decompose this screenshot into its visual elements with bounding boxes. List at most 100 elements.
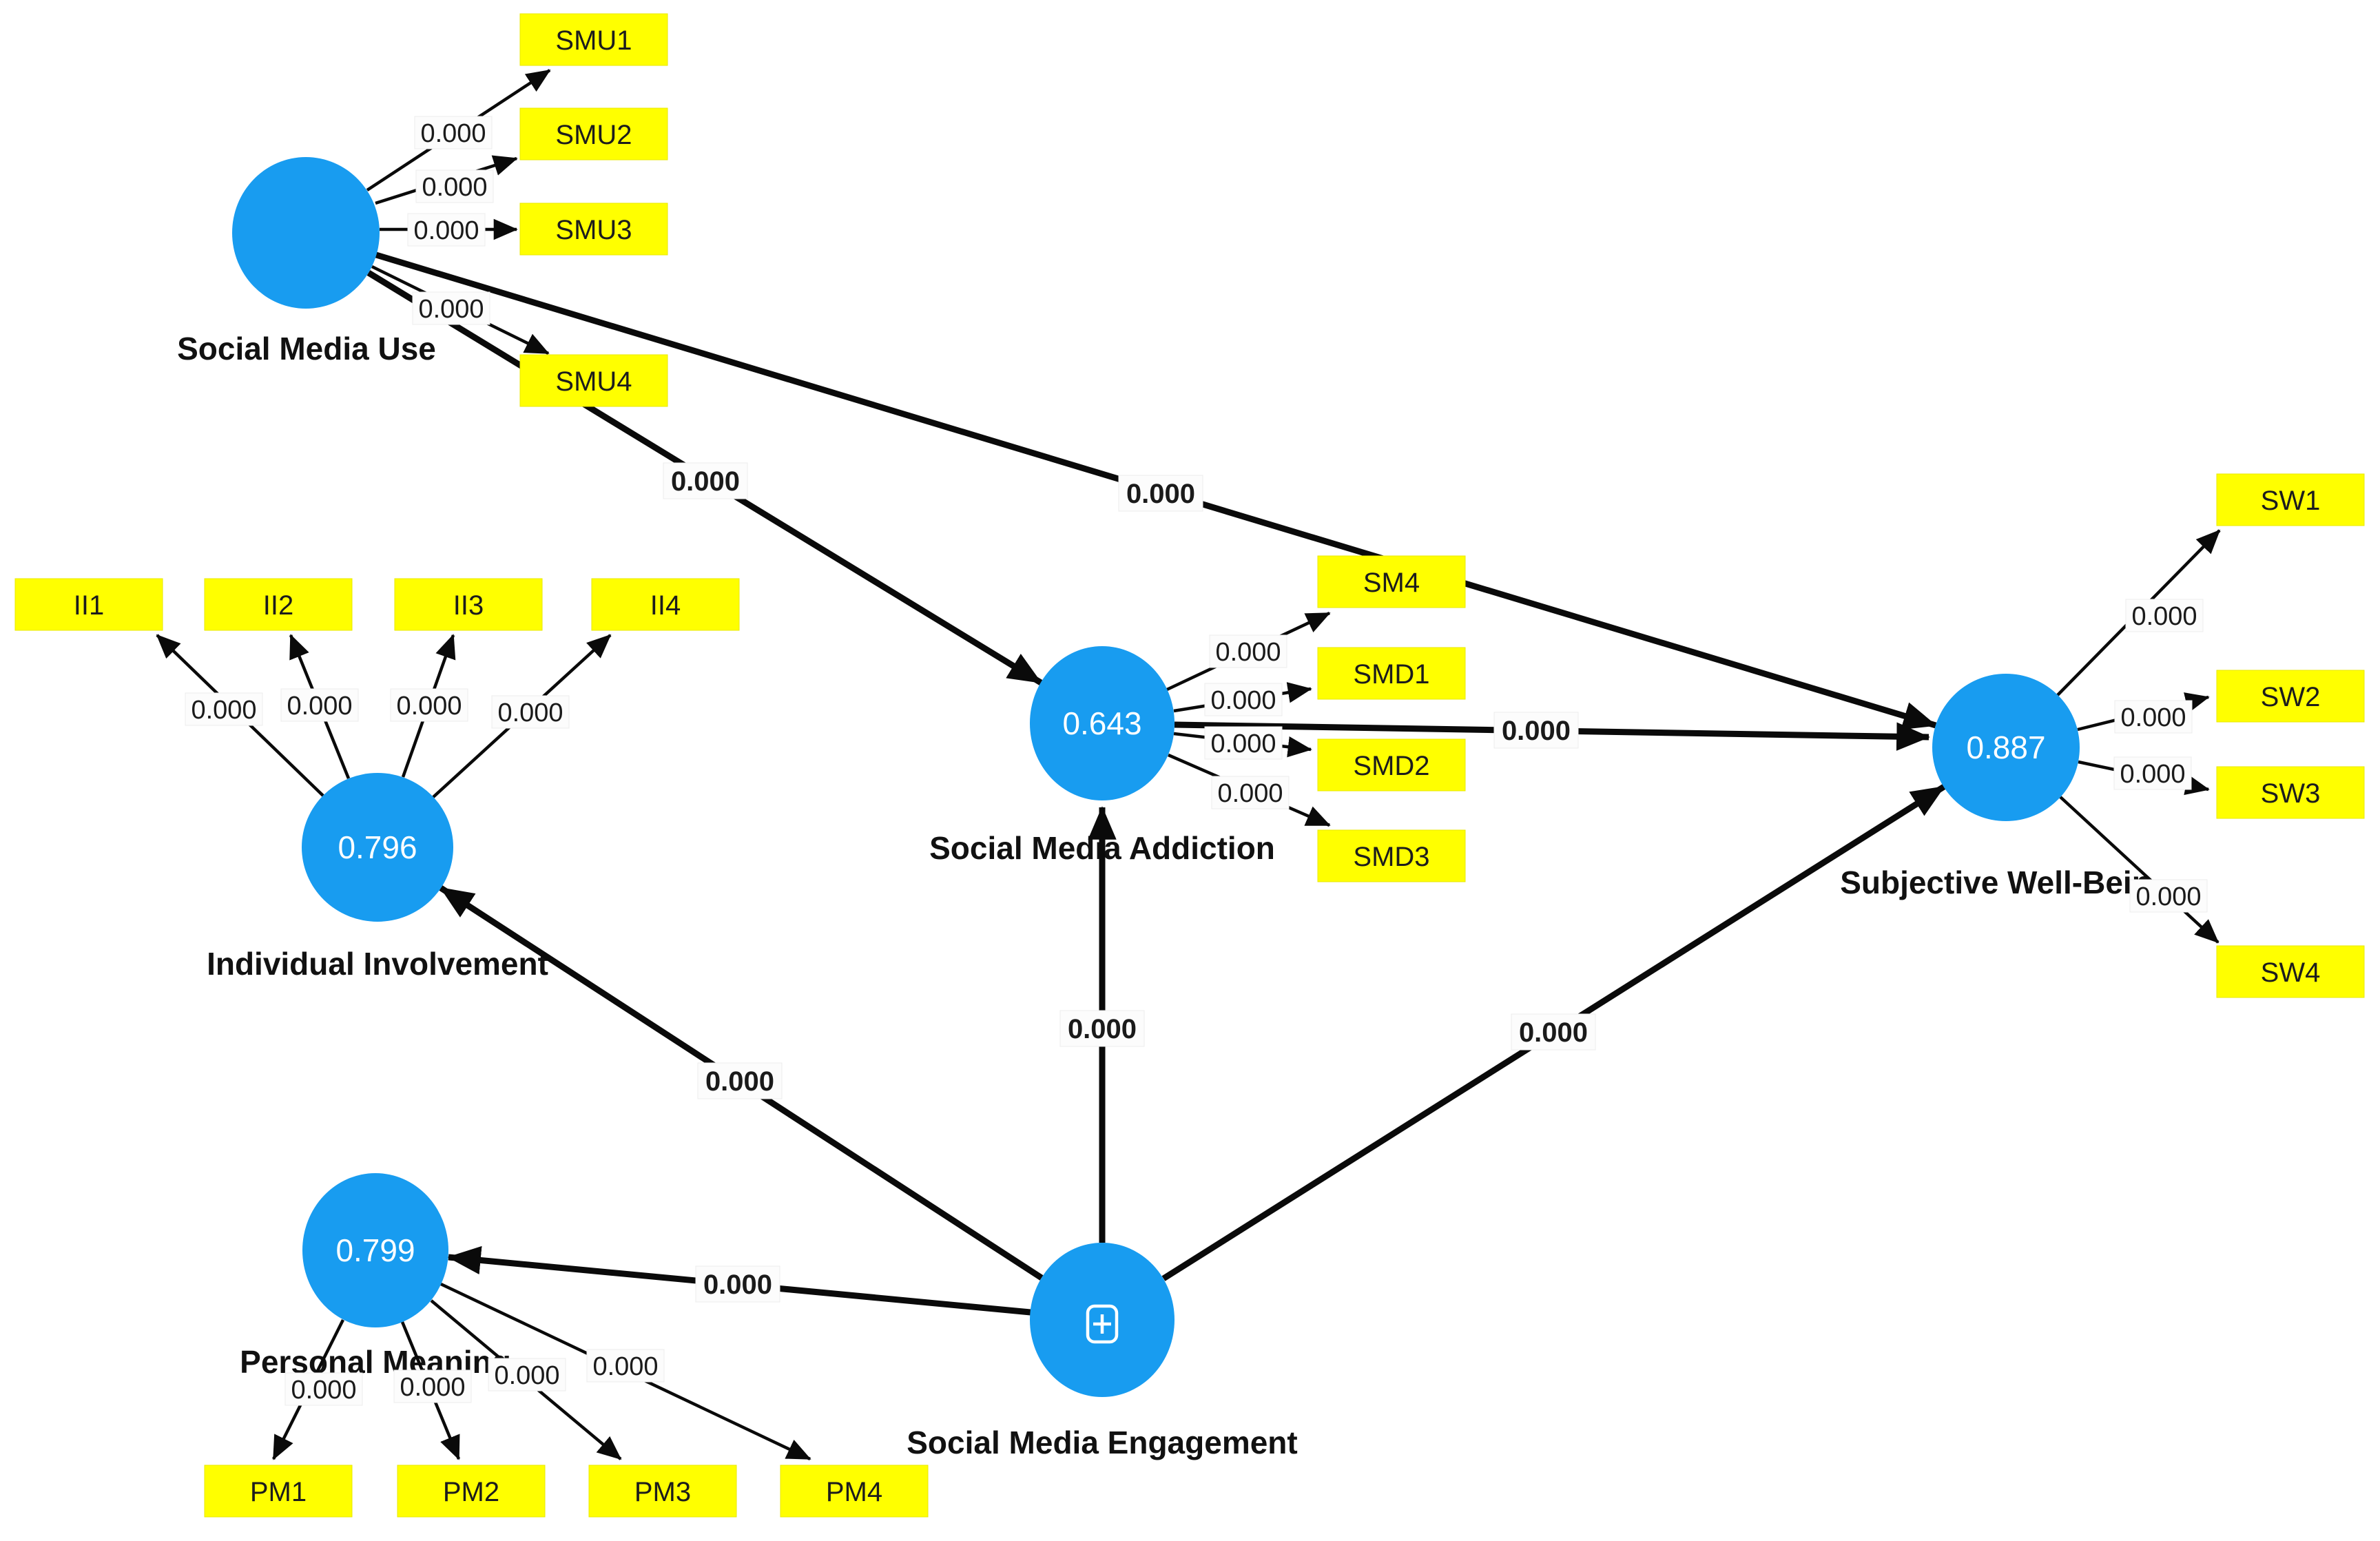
- indicator-label-smu1: SMU1: [555, 25, 632, 56]
- indicator-ii1: II1: [14, 578, 163, 631]
- loading-label-smd2: 0.000: [1204, 726, 1283, 760]
- svg-text:0.000: 0.000: [703, 1270, 772, 1300]
- path-swb-to-sw4: [2059, 796, 2219, 944]
- construct-subjective-well-being: 0.887: [1932, 674, 2080, 821]
- path-value-label-sme-to-swb: 0.000: [1511, 1013, 1596, 1051]
- indicator-smu3: SMU3: [519, 203, 668, 256]
- plus-icon: [1086, 1304, 1119, 1344]
- indicator-label-smu4: SMU4: [555, 366, 632, 397]
- loading-label-sw1: 0.000: [2125, 599, 2204, 632]
- indicator-label-pm3: PM3: [634, 1477, 691, 1507]
- construct-social-media-addiction: 0.643: [1030, 646, 1175, 800]
- indicator-label-smd2: SMD2: [1353, 751, 1429, 781]
- svg-text:0.000: 0.000: [1217, 779, 1283, 808]
- loading-label-smd3: 0.000: [1211, 776, 1290, 809]
- svg-text:0.000: 0.000: [191, 696, 256, 725]
- r-squared-subjective-well-being: 0.887: [1966, 730, 2045, 765]
- indicator-label-sw3: SW3: [2261, 778, 2321, 809]
- loading-label-smu3: 0.000: [407, 213, 486, 247]
- svg-text:0.000: 0.000: [1210, 730, 1276, 758]
- indicator-pm2: PM2: [397, 1465, 546, 1518]
- svg-text:0.000: 0.000: [2131, 602, 2197, 631]
- indicator-smd1: SMD1: [1317, 647, 1466, 700]
- svg-text:0.000: 0.000: [2120, 760, 2185, 789]
- r-squared-individual-involvement: 0.796: [338, 829, 417, 865]
- svg-text:0.000: 0.000: [592, 1352, 658, 1381]
- loading-label-sw2: 0.000: [2114, 700, 2193, 734]
- svg-text:0.000: 0.000: [2135, 882, 2201, 911]
- indicator-smd3: SMD3: [1317, 829, 1466, 882]
- loading-label-smu2: 0.000: [415, 169, 494, 203]
- indicator-label-ii1: II1: [74, 590, 104, 621]
- indicator-label-ii2: II2: [263, 590, 293, 621]
- loading-label-smd1: 0.000: [1204, 683, 1283, 716]
- loading-label-sm4: 0.000: [1209, 634, 1287, 668]
- loading-label-smu4: 0.000: [412, 291, 490, 325]
- svg-text:0.000: 0.000: [2120, 703, 2186, 732]
- loading-label-sw3: 0.000: [2113, 756, 2192, 790]
- indicator-pm1: PM1: [204, 1465, 353, 1518]
- r-squared-personal-meaning: 0.799: [335, 1232, 415, 1268]
- indicator-ii3: II3: [394, 578, 543, 631]
- construct-label-social-media-use: Social Media Use: [177, 331, 436, 366]
- indicator-pm3: PM3: [588, 1465, 737, 1518]
- construct-individual-involvement: 0.796: [302, 773, 453, 922]
- path-value-label-sma-to-swb: 0.000: [1493, 712, 1579, 749]
- indicator-ii2: II2: [204, 578, 353, 631]
- svg-text:0.000: 0.000: [497, 699, 563, 727]
- path-value-label-sme-to-pm: 0.000: [695, 1265, 780, 1303]
- indicator-ii4: II4: [591, 578, 740, 631]
- indicator-label-ii3: II3: [453, 590, 484, 621]
- indicator-pm4: PM4: [780, 1465, 929, 1518]
- svg-text:0.000: 0.000: [420, 119, 486, 148]
- indicator-sw1: SW1: [2216, 473, 2365, 526]
- svg-text:0.000: 0.000: [287, 692, 352, 721]
- indicator-label-sw4: SW4: [2261, 958, 2321, 988]
- indicator-label-smd1: SMD1: [1353, 659, 1429, 690]
- indicator-label-sw2: SW2: [2261, 682, 2321, 712]
- indicator-label-ii4: II4: [650, 590, 681, 621]
- path-value-label-smu-to-sma: 0.000: [663, 462, 748, 499]
- path-value-label-sme-to-ii: 0.000: [697, 1062, 783, 1099]
- loading-label-pm1: 0.000: [284, 1372, 363, 1406]
- svg-text:0.000: 0.000: [422, 173, 487, 202]
- loading-label-smu1: 0.000: [414, 116, 493, 149]
- indicator-label-pm1: PM1: [250, 1477, 307, 1507]
- svg-text:0.000: 0.000: [1126, 479, 1195, 509]
- indicator-sw3: SW3: [2216, 766, 2365, 819]
- path-value-label-sme-to-sma: 0.000: [1059, 1010, 1145, 1047]
- indicator-label-pm2: PM2: [443, 1477, 499, 1507]
- indicator-sw2: SW2: [2216, 670, 2365, 723]
- loading-label-ii4: 0.000: [491, 695, 570, 729]
- indicator-smu4: SMU4: [519, 354, 668, 407]
- indicator-sm4: SM4: [1317, 555, 1466, 608]
- svg-text:0.000: 0.000: [1068, 1014, 1137, 1044]
- construct-label-subjective-well-being: Subjective Well-Bein: [1840, 865, 2151, 900]
- svg-text:0.000: 0.000: [413, 216, 479, 245]
- r-squared-social-media-addiction: 0.643: [1062, 705, 1141, 741]
- loading-label-pm3: 0.000: [488, 1358, 566, 1392]
- loading-label-pm2: 0.000: [393, 1369, 472, 1403]
- svg-text:0.000: 0.000: [291, 1376, 356, 1405]
- indicator-label-sw1: SW1: [2261, 486, 2321, 516]
- svg-text:0.000: 0.000: [1502, 716, 1571, 746]
- construct-social-media-use: [232, 157, 380, 309]
- loading-label-ii3: 0.000: [390, 688, 468, 722]
- indicator-label-pm4: PM4: [826, 1477, 882, 1507]
- path-value-label-smu-to-swb: 0.000: [1118, 475, 1203, 512]
- indicator-smu2: SMU2: [519, 107, 668, 161]
- svg-text:0.000: 0.000: [1210, 686, 1276, 715]
- svg-text:0.000: 0.000: [705, 1066, 774, 1097]
- svg-text:0.000: 0.000: [1519, 1017, 1588, 1048]
- indicator-label-sm4: SM4: [1363, 568, 1420, 598]
- construct-social-media-engagement: [1030, 1243, 1175, 1397]
- indicator-label-smu3: SMU3: [555, 215, 632, 245]
- construct-label-social-media-engagement: Social Media Engagement: [907, 1425, 1297, 1460]
- loading-label-ii2: 0.000: [280, 688, 359, 722]
- loading-label-ii1: 0.000: [185, 692, 263, 726]
- indicator-smu1: SMU1: [519, 13, 668, 66]
- indicator-sw4: SW4: [2216, 945, 2365, 998]
- construct-personal-meaning: 0.799: [302, 1173, 448, 1327]
- svg-text:0.000: 0.000: [494, 1361, 559, 1390]
